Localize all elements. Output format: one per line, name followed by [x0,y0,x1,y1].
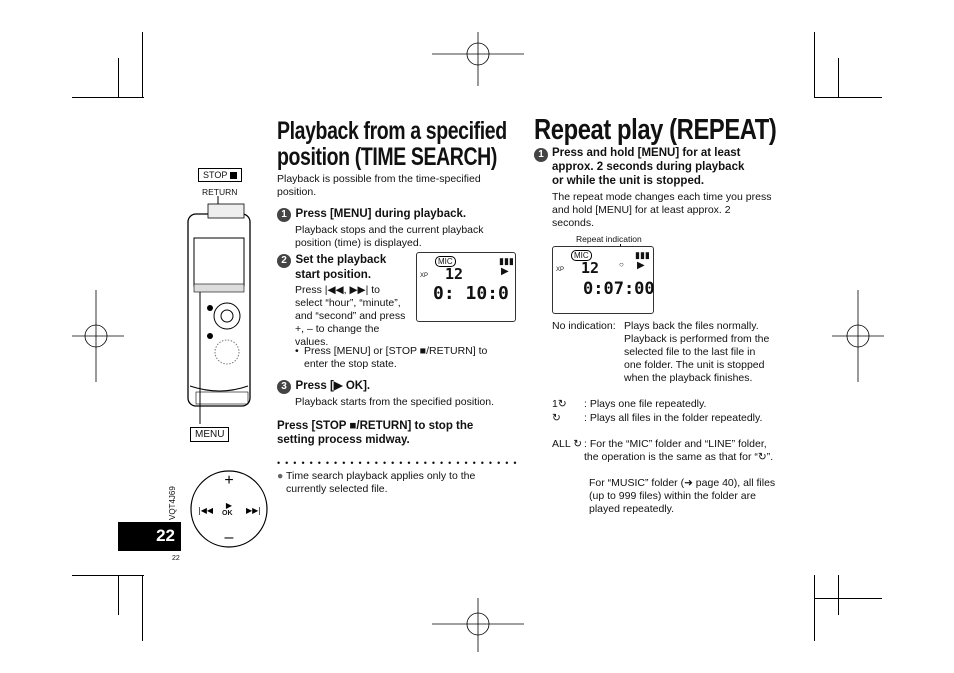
svg-text:+: + [224,472,233,489]
lcd-time-search: MIC XP 12 0: 10:0 ▮▮▮ ▶ [416,252,516,322]
stop-button-label: STOP [198,168,242,182]
dotted-divider: •••••••••••••••••••••••••••••• [277,458,517,468]
page-number-small: 22 [172,555,180,562]
registration-mark-bottom [432,598,524,652]
time-search-step-2: 2 Set the playback start position. Press… [277,250,412,349]
time-search-step-1: 1 Press [MENU] during playback. Playback… [277,204,517,250]
repeat-indication-label: Repeat indication [576,234,642,244]
control-wheel: + – |◀◀ ▶▶| ▶ [190,470,268,548]
page-number-tab: 22 [118,522,181,551]
registration-mark-left [72,290,124,382]
time-search-intro: Playback is possible from the time-speci… [277,173,481,198]
repeat-modes: No indication: Plays back the files norm… [552,320,776,515]
repeat-title: Repeat play (REPEAT) [534,114,777,146]
menu-button-label: MENU [190,427,230,442]
voice-recorder-illustration [187,196,251,424]
svg-text:–: – [225,529,234,546]
time-search-step-2-bullet: • Press [MENU] or [STOP ■/RETURN] to ent… [295,345,488,370]
registration-mark-top [432,32,524,86]
svg-text:|◀◀: |◀◀ [198,506,214,515]
time-search-step-3: 3 Press [▶ OK]. Playback starts from the… [277,376,517,409]
return-label: RETURN [202,187,238,197]
time-search-title: Playback from a specified position (TIME… [277,117,507,171]
time-search-note: ● Time search playback applies only to t… [277,470,476,495]
stop-setting-note: Press [STOP ■/RETURN] to stop the settin… [277,420,474,446]
lcd-repeat: MIC XP 12 ○ 0:07:00 ▮▮▮ ▶ [552,246,655,314]
registration-mark-right [832,290,884,382]
svg-text:▶▶|: ▶▶| [246,506,261,515]
repeat-step-1: 1 Press and hold [MENU] for at least app… [534,146,784,230]
side-code: VQT4J69 [168,486,177,520]
ok-label: OK [222,510,233,517]
svg-text:▶: ▶ [226,501,233,510]
